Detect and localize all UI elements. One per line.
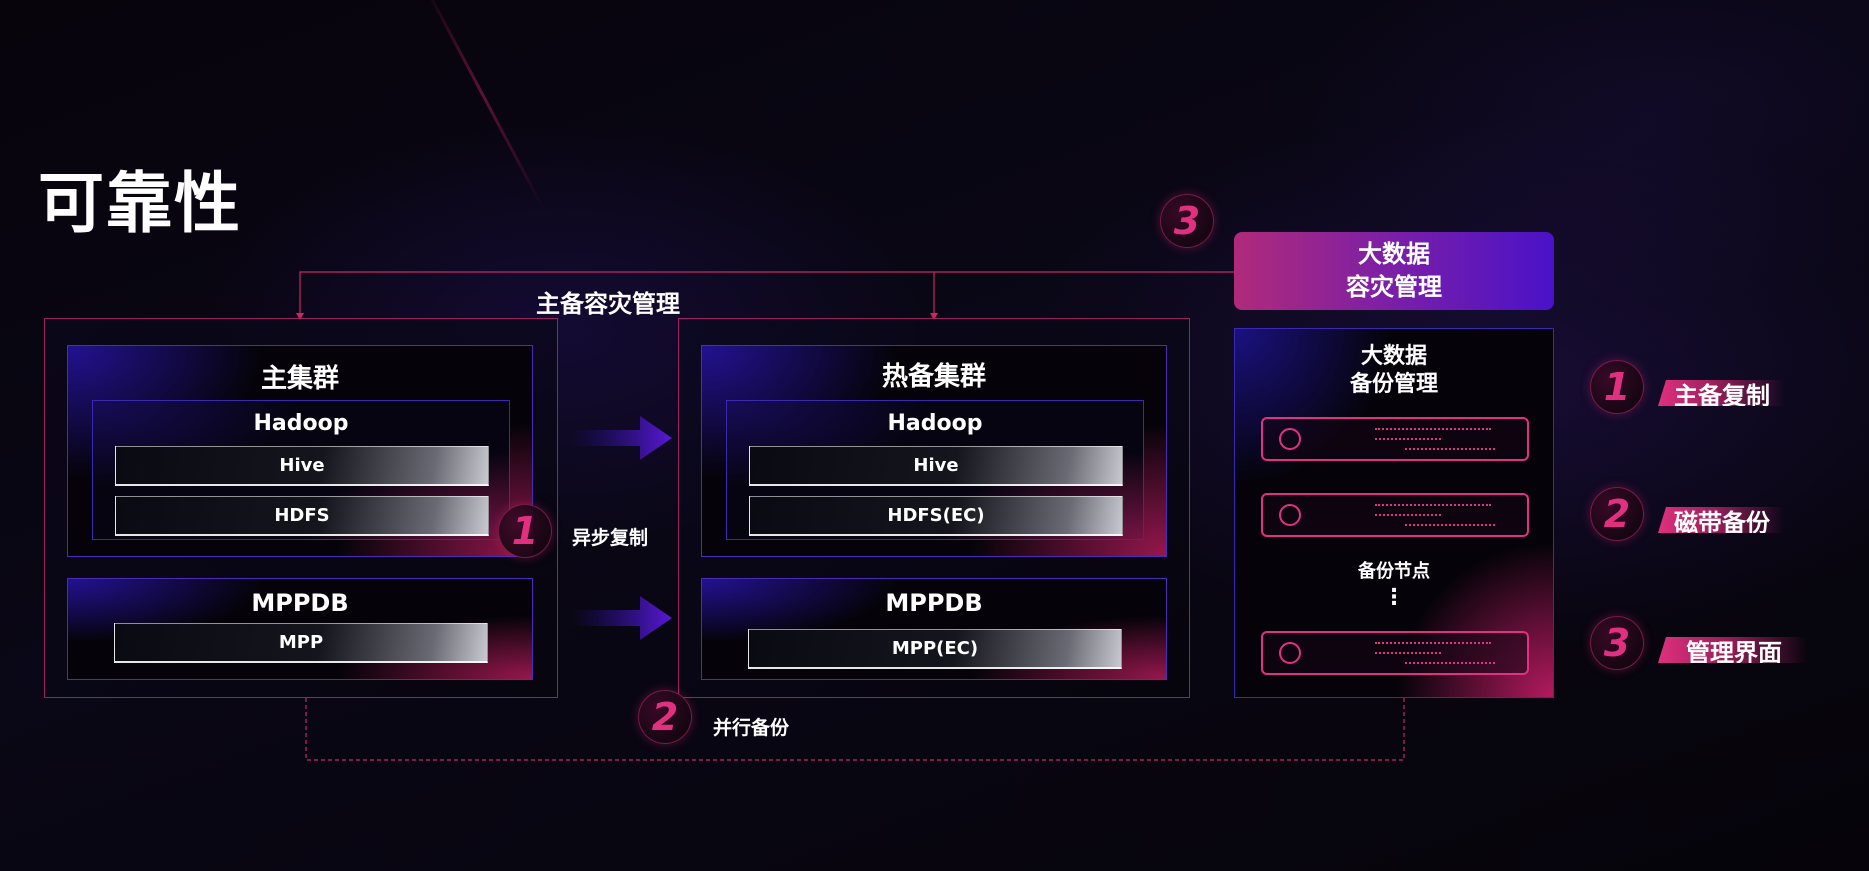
backup-management-panel: 大数据 备份管理 备份节点 ⋮: [1234, 328, 1554, 698]
primary-hadoop-title: Hadoop: [253, 411, 349, 436]
bigdata-dr-header: 大数据 容灾管理: [1234, 232, 1554, 310]
legend-marker-2: 2: [1590, 487, 1644, 541]
node-detail-line: [1405, 662, 1495, 664]
node-detail-line: [1375, 514, 1441, 516]
standby-hadoop-box: Hadoop Hive HDFS(EC): [726, 400, 1144, 540]
primary-mpp-layer: MPP: [114, 623, 488, 663]
node-detail-line: [1405, 524, 1495, 526]
vertical-ellipsis-icon: ⋮: [1383, 585, 1405, 610]
primary-hive-layer: Hive: [115, 446, 489, 486]
backup-node: [1261, 631, 1529, 675]
legend-label-1: 主备复制: [1658, 380, 1784, 406]
dr-arrowhead-right: [930, 313, 938, 320]
standby-mppdb-panel: MPPDB MPP(EC): [701, 578, 1167, 680]
backup-title-line2: 备份管理: [1349, 372, 1438, 397]
dr-management-label: 主备容灾管理: [536, 290, 680, 318]
parallel-backup-line: [305, 698, 1405, 761]
legend-label-3: 管理界面: [1658, 637, 1808, 663]
node-detail-line: [1405, 448, 1495, 450]
backup-nodes-label: 备份节点: [1358, 561, 1430, 582]
dr-arrowhead-left: [296, 313, 304, 320]
node-detail-line: [1375, 652, 1441, 654]
backup-title-line1: 大数据: [1360, 344, 1427, 369]
standby-hive-layer: Hive: [749, 446, 1123, 486]
parallel-backup-label: 并行备份: [713, 717, 790, 739]
standby-mpp-layer: MPP(EC): [748, 629, 1122, 669]
standby-hadoop-panel: 热备集群 Hadoop Hive HDFS(EC): [701, 345, 1167, 557]
primary-hdfs-layer: HDFS: [115, 496, 489, 536]
node-detail-line: [1375, 438, 1441, 440]
backup-node: [1261, 417, 1529, 461]
standby-hdfs-layer: HDFS(EC): [749, 496, 1123, 536]
legend-label-2: 磁带备份: [1658, 507, 1784, 533]
primary-mppdb-title: MPPDB: [251, 589, 349, 617]
dr-management-line: [299, 271, 1234, 318]
bigdata-dr-header-line2: 容灾管理: [1346, 273, 1442, 301]
legend-marker-1: 1: [1590, 360, 1644, 414]
primary-cluster-title: 主集群: [260, 364, 339, 394]
node-detail-line: [1375, 504, 1491, 506]
marker-dr-management: 3: [1160, 194, 1214, 248]
legend-marker-3: 3: [1590, 616, 1644, 670]
node-indicator-icon: [1279, 642, 1301, 664]
node-indicator-icon: [1279, 504, 1301, 526]
standby-hadoop-title: Hadoop: [887, 411, 983, 436]
replication-arrow-mppdb: [572, 596, 672, 640]
bigdata-dr-header-line1: 大数据: [1358, 240, 1430, 268]
primary-hadoop-box: Hadoop Hive HDFS: [92, 400, 510, 540]
standby-mppdb-title: MPPDB: [885, 589, 983, 617]
marker-async-replication: 1: [498, 504, 552, 558]
standby-cluster-title: 热备集群: [881, 362, 986, 392]
slide-title: 可靠性: [38, 165, 242, 242]
marker-parallel-backup: 2: [638, 690, 692, 744]
backup-node: [1261, 493, 1529, 537]
async-replication-label: 异步复制: [572, 527, 649, 549]
replication-arrow-hadoop: [572, 416, 672, 460]
backup-management-title: 大数据 备份管理: [1235, 343, 1553, 399]
primary-mppdb-panel: MPPDB MPP: [67, 578, 533, 680]
node-indicator-icon: [1279, 428, 1301, 450]
node-detail-line: [1375, 642, 1491, 644]
node-detail-line: [1375, 428, 1491, 430]
primary-hadoop-panel: 主集群 Hadoop Hive HDFS: [67, 345, 533, 557]
